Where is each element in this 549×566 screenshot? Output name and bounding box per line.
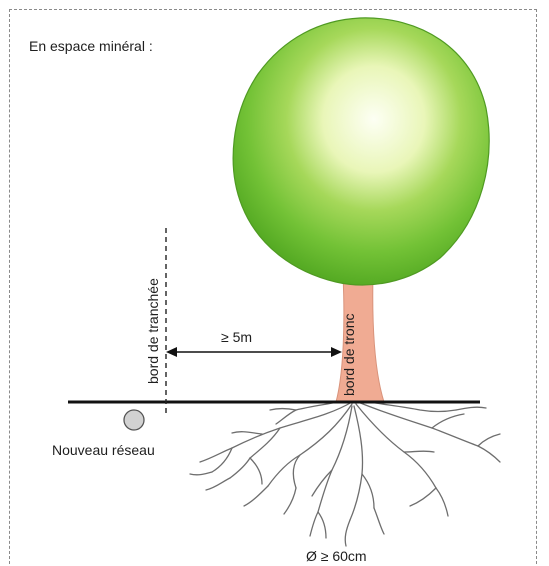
network-pipe-circle-icon (123, 409, 145, 431)
dashed-frame (9, 9, 537, 566)
diameter-label: Ø ≥ 60cm (306, 548, 367, 564)
distance-label: ≥ 5m (221, 329, 253, 345)
double-arrow-icon (166, 347, 342, 357)
tree-canopy-icon (232, 17, 490, 286)
network-label: Nouveau réseau (52, 442, 155, 458)
trunk-edge-label: bord de tronc (341, 313, 357, 397)
trench-edge-label: bord de tranchée (145, 278, 161, 384)
section-title: En espace minéral : (29, 38, 153, 54)
roots-icon (189, 399, 501, 547)
